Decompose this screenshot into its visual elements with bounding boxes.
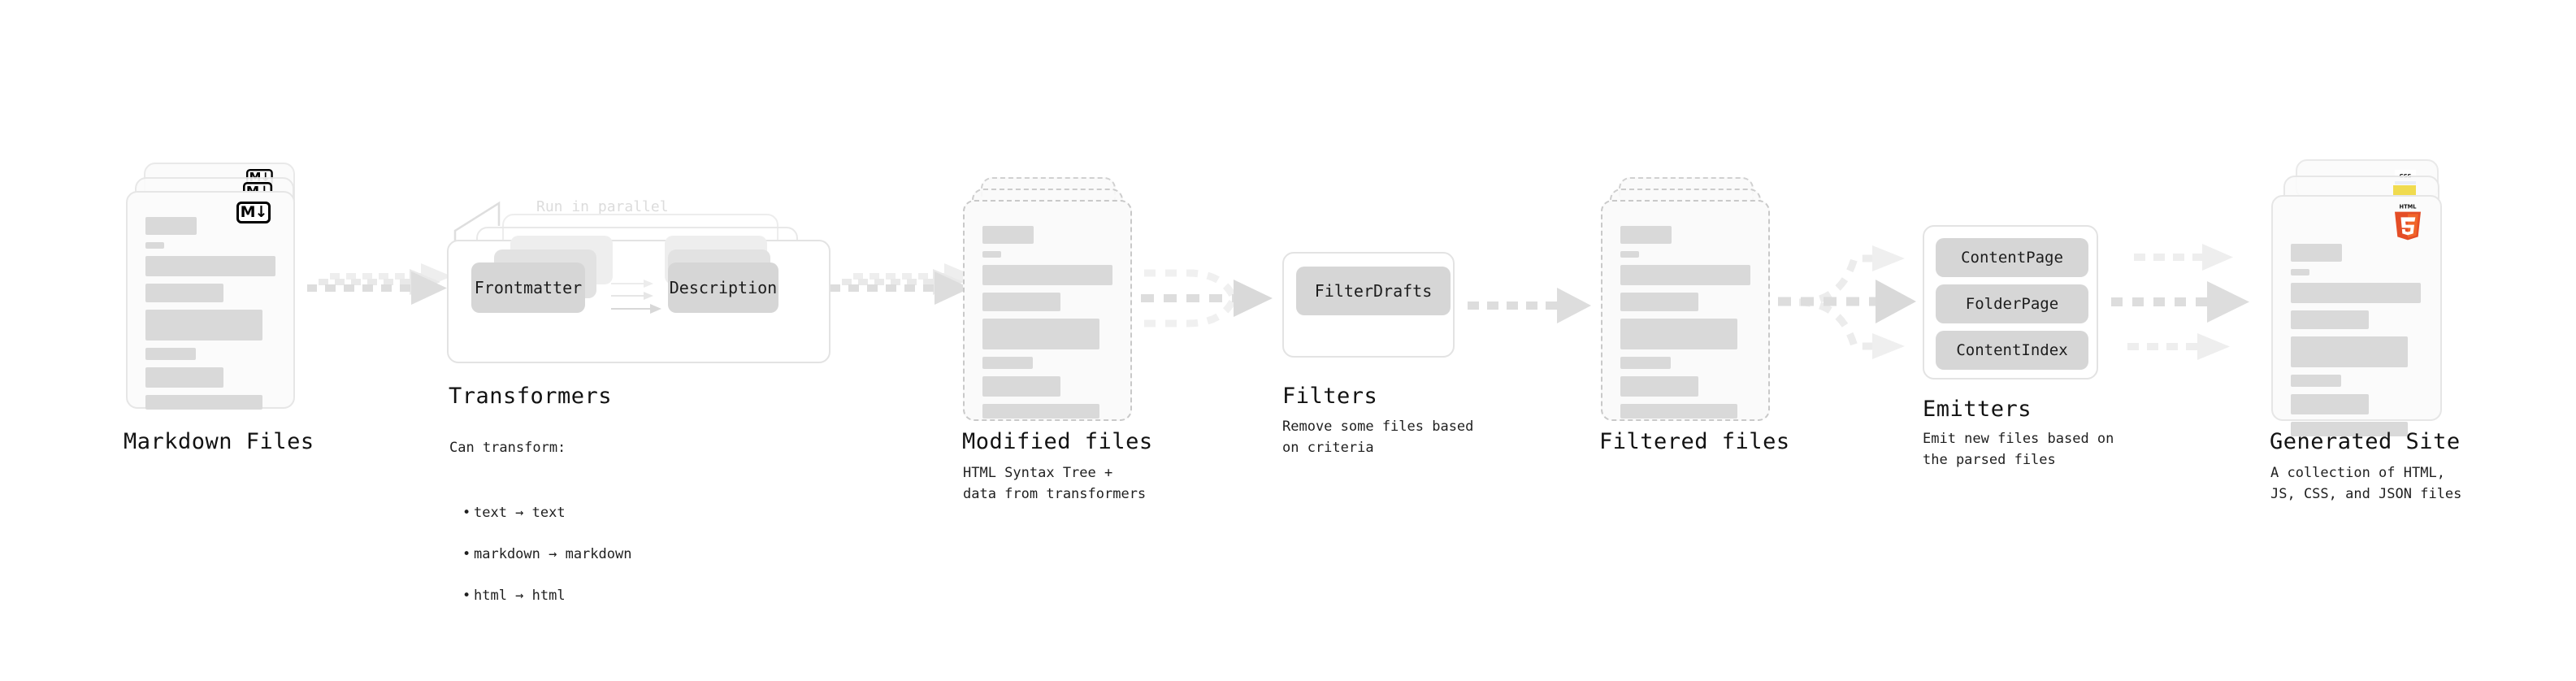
transformers-bullet: html → html [462, 586, 631, 607]
content-bar [2291, 269, 2309, 275]
emitter-pill-label: ContentIndex [1956, 341, 2068, 359]
content-bar [1620, 404, 1737, 419]
stage-subtitle-modified-files: HTML Syntax Tree + data from transformer… [963, 465, 1147, 502]
content-bar [982, 293, 1060, 311]
content-bar [2291, 422, 2408, 436]
transformer-inner-arrows [611, 280, 661, 314]
markdown-files-stack: M↓ M↓ M↓ [126, 163, 313, 431]
emitter-pill-contentindex[interactable]: ContentIndex [1936, 331, 2088, 370]
filters-box: FilterDrafts [1282, 252, 1455, 358]
arrow-markdown-to-transformers [307, 263, 452, 305]
stage-title-generated-site: Generated Site [2270, 429, 2461, 454]
stage-subtitle-transformers: Can transform: text → text markdown → ma… [449, 417, 631, 648]
run-in-parallel-label: Run in parallel [536, 198, 669, 215]
stage-title-markdown-files: Markdown Files [124, 429, 314, 454]
content-bar [2291, 336, 2408, 367]
markdown-sheet-content [145, 217, 279, 417]
content-bar [145, 284, 223, 302]
arrow-emitters-to-site [2111, 244, 2249, 360]
site-sheet-content [2291, 244, 2426, 444]
emitter-pill-contentpage[interactable]: ContentPage [1936, 238, 2088, 277]
content-bar [145, 367, 223, 388]
stage-subtitle-generated-site: A collection of HTML, JS, CSS, and JSON … [2270, 465, 2462, 502]
stage-title-transformers: Transformers [449, 384, 613, 409]
stage-title-modified-files: Modified files [962, 429, 1153, 454]
generated-site-stack: CSS JS HTML [2271, 159, 2474, 436]
arrow-modified-to-filters [1141, 269, 1273, 327]
content-bar [2291, 283, 2421, 303]
content-bar [982, 226, 1034, 244]
markdown-badge: M↓ [236, 202, 271, 223]
content-bar [982, 376, 1060, 397]
content-bar [145, 395, 262, 410]
content-bar [982, 357, 1033, 369]
stage-subtitle-emitters: Emit new files based on the parsed files [1923, 431, 2114, 468]
emitter-pill-label: FolderPage [1965, 295, 2059, 313]
content-bar [2291, 394, 2369, 414]
filter-pill-label: FilterDrafts [1314, 281, 1433, 301]
arrow-filters-to-filtered [1468, 288, 1591, 323]
modified-files-stack [963, 177, 1150, 437]
markdown-sheet-front [126, 191, 295, 410]
content-bar [2291, 375, 2341, 387]
html5-badge: HTML [2395, 204, 2421, 241]
emitter-pill-folderpage[interactable]: FolderPage [1936, 284, 2088, 323]
stage-title-emitters: Emitters [1923, 397, 2032, 422]
content-bar [145, 348, 196, 360]
modified-sheet-front [963, 200, 1132, 421]
transformer-pill-frontmatter[interactable]: Frontmatter [471, 262, 585, 313]
content-bar [1620, 319, 1737, 349]
content-bar [982, 404, 1099, 419]
content-bar [1620, 357, 1671, 369]
transformers-group: Frontmatter Description [447, 214, 837, 376]
filter-pill-filterdrafts[interactable]: FilterDrafts [1296, 267, 1451, 315]
content-bar [2291, 310, 2369, 329]
transformer-pill-description[interactable]: Description [668, 262, 778, 313]
content-bar [1620, 376, 1698, 397]
markdown-badge-glyph: M↓ [240, 203, 268, 221]
content-bar [1620, 293, 1698, 311]
stage-subtitle-filters: Remove some files based on criteria [1282, 419, 1474, 456]
emitters-box: ContentPage FolderPage ContentIndex [1923, 225, 2098, 380]
transformers-bullet: markdown → markdown [462, 544, 631, 566]
content-bar [982, 319, 1099, 349]
content-bar [145, 242, 164, 249]
html5-badge-label: HTML [2400, 204, 2418, 210]
arrow-transformers-to-modified [830, 263, 975, 305]
stage-title-filtered-files: Filtered files [1599, 429, 1790, 454]
content-bar [1620, 226, 1672, 244]
content-bar [2291, 244, 2342, 262]
stage-title-filters: Filters [1282, 384, 1378, 409]
filtered-sheet-front [1601, 200, 1770, 421]
emitter-pill-label: ContentPage [1961, 249, 2063, 267]
content-bar [1620, 265, 1750, 285]
transformers-bullet-list: text → text markdown → markdown html → h… [449, 483, 631, 628]
content-bar [1620, 251, 1639, 258]
arrow-filtered-to-emitters [1778, 245, 1916, 359]
content-bar [145, 310, 262, 340]
transformer-pill-label: Frontmatter [474, 278, 583, 297]
transformers-bullet: text → text [462, 503, 631, 524]
transformers-subtitle-heading: Can transform: [449, 439, 566, 456]
filtered-files-stack [1601, 177, 1788, 437]
content-bar [982, 251, 1001, 258]
transformer-pill-label: Description [669, 278, 778, 297]
content-bar [145, 217, 197, 235]
content-bar [982, 265, 1112, 285]
filtered-sheet-content [1620, 226, 1754, 426]
site-sheet-front [2271, 195, 2442, 436]
content-bar [145, 256, 275, 276]
modified-sheet-content [982, 226, 1116, 426]
